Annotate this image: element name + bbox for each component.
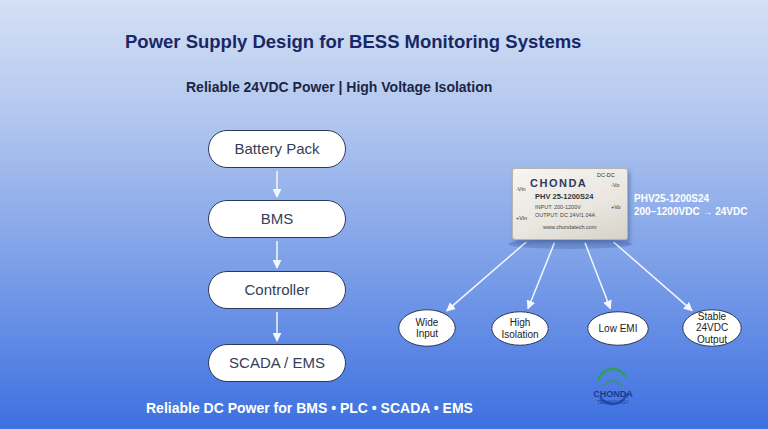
flow-arrow xyxy=(447,242,526,311)
flow-arrow xyxy=(276,171,278,197)
feature-bubble: Low EMI xyxy=(587,311,649,346)
bubble-ellipse xyxy=(492,312,549,346)
flow-arrow xyxy=(528,243,554,309)
feature-bubble: Wide Input xyxy=(398,309,456,347)
box-label: Battery Pack xyxy=(234,140,319,157)
bubble-ellipse xyxy=(588,312,649,346)
feature-label: High Isolation xyxy=(495,317,545,340)
feature-label: Stable 24VDC Output xyxy=(682,311,742,346)
diagram-title: Power Supply Design for BESS Monitoring … xyxy=(125,31,581,52)
spec-text: OUTPUT: DC 24V/1.04A xyxy=(535,212,595,218)
feature-bubble: High Isolation xyxy=(491,311,549,346)
box-label: BMS xyxy=(261,210,294,227)
process-box: Controller xyxy=(208,271,346,309)
box-label: SCADA / EMS xyxy=(229,354,325,371)
logo-text: CHONDA xyxy=(593,389,633,399)
process-box: BMS xyxy=(208,200,346,238)
pin-name: -Vo xyxy=(611,182,619,188)
bubble-ellipse xyxy=(399,310,456,347)
footer-note: Reliable DC Power for BMS • PLC • SCADA … xyxy=(146,400,473,416)
flow-arrow xyxy=(613,242,692,311)
converter-module: CHONDA DC-DC PHV 25-1200S24INPUT: 200-1200… xyxy=(512,168,628,240)
subtitle: Reliable 24VDC Power | High Voltage Isol… xyxy=(186,79,492,95)
product-spec: 200–1200VDC → 24VDC xyxy=(634,206,747,218)
flow-arrow xyxy=(276,241,278,268)
box-label: Controller xyxy=(244,281,309,298)
model-number: PHV 25-1200S24 xyxy=(535,193,593,202)
logo-arc xyxy=(598,369,626,381)
spec-text: INPUT: 200-1200V xyxy=(535,204,581,210)
pin-name: +Vo xyxy=(611,204,621,210)
feature-bubble: Stable 24VDC Output xyxy=(682,309,742,347)
logo-subtext: TECHNOLOGY xyxy=(597,400,629,405)
feature-label: Low EMI xyxy=(599,323,638,335)
logo-leaf xyxy=(603,381,623,386)
flow-arrow xyxy=(276,312,278,341)
product-name: PHV25-1200S24 xyxy=(634,193,709,205)
brand-name: CHONDA xyxy=(530,177,587,190)
bubble-ellipse xyxy=(683,310,742,347)
module-type: DC-DC xyxy=(597,172,615,178)
pin-name: +Vin xyxy=(516,215,527,221)
module-shadow xyxy=(508,239,632,249)
flow-arrow xyxy=(585,243,610,309)
process-box: Battery Pack xyxy=(208,130,346,168)
feature-label: Wide Input xyxy=(407,317,447,340)
process-box: SCADA / EMS xyxy=(208,344,346,382)
pin-name: -Vin xyxy=(516,186,526,192)
url-text: www.chondatech.com xyxy=(543,224,597,230)
